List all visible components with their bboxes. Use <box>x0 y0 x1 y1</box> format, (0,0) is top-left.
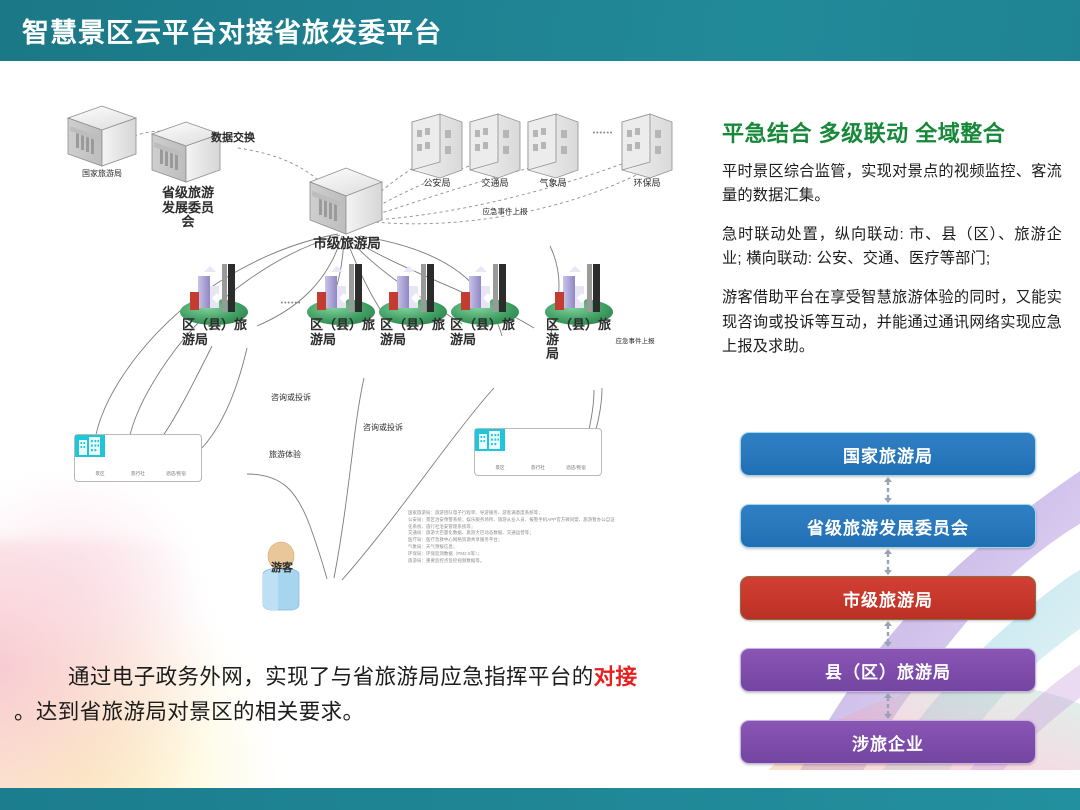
node-tourist-figure <box>262 541 300 611</box>
node-meteorological-bureau <box>527 113 579 179</box>
label-district-bureau-3: 区（县）旅 游局 <box>380 317 446 347</box>
chain-label-city-tourism-bureau: 市级旅游局 <box>843 590 933 610</box>
label-district-bureau-1: 区（县）旅 游局 <box>182 317 248 347</box>
service-item-hotel: 酒店/民宿 <box>75 435 193 477</box>
node-district-bureau-icon-3 <box>379 264 447 325</box>
bottom-summary-prefix: 通过电子政务外网，实现了与省旅游局应急指挥平台的 <box>68 665 594 689</box>
service-icon-box-left: 景区 旅行社 酒店/民宿 <box>74 434 202 482</box>
node-district-bureau-icon-5 <box>545 264 613 325</box>
chain-connector-2 <box>740 548 1036 576</box>
service-icon-box-right: 景区 旅行社 酒店/民宿 <box>474 428 602 476</box>
label-city-tourism-bureau: 市级旅游局 <box>313 236 381 251</box>
label-environmental-protection-bureau: 环保局 <box>633 178 661 188</box>
chain-box-tourism-enterprises[interactable]: 涉旅企业 <box>740 720 1036 764</box>
node-district-bureau-icon-1 <box>180 264 248 325</box>
node-city-tourism-bureau <box>308 167 384 235</box>
service-item-travel-agency: 旅行社 <box>76 437 155 477</box>
right-panel-paragraph-2: 急时联动处置，纵向联动: 市、县（区）、旅游企业; 横向联动: 公安、交通、医疗… <box>722 225 1062 268</box>
diagram-canvas <box>66 105 673 611</box>
label-district-bureau-5: 区（县）旅游 局 <box>546 317 612 362</box>
chain-box-county-tourism-bureau[interactable]: 县（区）旅游局 <box>740 648 1036 692</box>
right-panel-paragraph-1: 平时景区综合监管，实现对景点的视频监控、客流量的数据汇集。 <box>722 162 1062 205</box>
hierarchy-chain: 国家旅游局 省级旅游发展委员会 市级旅游局 县（区）旅游局 涉旅企业 <box>740 432 1036 764</box>
service-label-hotel: 酒店/民宿 <box>166 471 186 476</box>
label-meteorological-bureau: 气象局 <box>539 178 567 188</box>
bottom-summary-line-1: 通过电子政务外网，实现了与省旅游局应急指挥平台的对接 <box>14 660 714 695</box>
label-district-bureau-2: 区（县）旅 游局 <box>310 317 376 347</box>
service-item-hotel-2: 酒店/民宿 <box>475 429 593 471</box>
node-district-bureau-icon-4 <box>451 264 519 325</box>
node-national-tourism-administration <box>66 105 138 167</box>
service-label-scenic-area: 景区 <box>95 471 105 476</box>
chain-label-national-tourism-administration: 国家旅游局 <box>843 446 933 466</box>
label-emergency-report-city: 应急事件上报 <box>482 207 528 216</box>
background-glow-left-secondary <box>0 470 200 680</box>
chain-label-county-tourism-bureau: 县（区）旅游局 <box>825 662 951 682</box>
service-label-travel-agency: 旅行社 <box>131 471 145 476</box>
right-panel: 平急结合 多级联动 全域整合 平时景区综合监管，实现对景点的视频监控、客流量的数… <box>722 120 1062 374</box>
chain-box-provincial-tourism-committee[interactable]: 省级旅游发展委员会 <box>740 504 1036 548</box>
chain-box-national-tourism-administration[interactable]: 国家旅游局 <box>740 432 1036 476</box>
bottom-summary-text: 通过电子政务外网，实现了与省旅游局应急指挥平台的对接 。达到省旅游局对景区的相关… <box>14 660 714 730</box>
label-travel-experience: 旅游体验 <box>269 450 301 459</box>
page-title: 智慧景区云平台对接省旅发委平台 <box>22 18 442 48</box>
diagram-legend-note: 国家旅游局：旅游团队电子行程单、导游服务、游客满意度系统等； 公安局：景区治安预… <box>408 510 615 563</box>
footer-bar <box>0 788 1080 810</box>
label-provincial-tourism-committee: 省级旅游 发展委员 会 <box>161 185 214 230</box>
service-label-scenic-area-2: 景区 <box>495 465 505 470</box>
right-panel-heading: 平急结合 多级联动 全域整合 <box>722 121 1006 146</box>
architecture-diagram: 国家旅游局 省级旅游 发展委员 会 市级旅游局 公安局 交通局 气象局 环保局 … <box>42 96 710 616</box>
chain-connector-4 <box>740 692 1036 720</box>
node-district-bureau-icon-2 <box>307 264 375 325</box>
chain-label-tourism-enterprises: 涉旅企业 <box>852 734 924 754</box>
service-label-travel-agency-2: 旅行社 <box>531 465 545 470</box>
node-environmental-protection-bureau <box>621 113 673 179</box>
node-public-security-bureau <box>411 113 463 179</box>
node-transportation-bureau <box>469 113 521 179</box>
label-public-security-bureau: 公安局 <box>423 178 451 188</box>
label-transportation-bureau: 交通局 <box>481 178 509 188</box>
label-ellipsis-middle: •••••• <box>280 300 302 307</box>
right-panel-paragraph-3: 游客借助平台在享受智慧旅游体验的同时，又能实现咨询或投诉等互动，并能通过通讯网络… <box>722 289 1062 356</box>
header-bar: 智慧景区云平台对接省旅发委平台 <box>0 0 1080 61</box>
chain-box-city-tourism-bureau[interactable]: 市级旅游局 <box>740 576 1036 620</box>
label-emergency-report-district: 应急事件上报 <box>615 338 655 345</box>
chain-connector-3 <box>740 620 1036 648</box>
label-tourist: 游客 <box>271 562 293 574</box>
bottom-summary-line-2: 。达到省旅游局对景区的相关要求。 <box>14 699 365 724</box>
service-label-hotel-2: 酒店/民宿 <box>566 465 586 470</box>
label-national-tourism-administration: 国家旅游局 <box>82 169 122 178</box>
node-provincial-tourism-committee <box>150 121 222 183</box>
label-data-exchange: 数据交换 <box>211 132 255 144</box>
label-consult-or-complain-left: 咨询或投诉 <box>271 393 311 402</box>
label-district-bureau-4: 区（县）旅 游局 <box>450 317 516 347</box>
bottom-summary-highlight: 对接 <box>593 665 638 689</box>
label-consult-or-complain-right: 咨询或投诉 <box>363 423 403 432</box>
chain-connector-1 <box>740 476 1036 504</box>
service-item-travel-agency-2: 旅行社 <box>476 431 555 471</box>
chain-label-provincial-tourism-committee: 省级旅游发展委员会 <box>807 518 969 538</box>
label-ellipsis-top: •••••• <box>592 130 614 137</box>
